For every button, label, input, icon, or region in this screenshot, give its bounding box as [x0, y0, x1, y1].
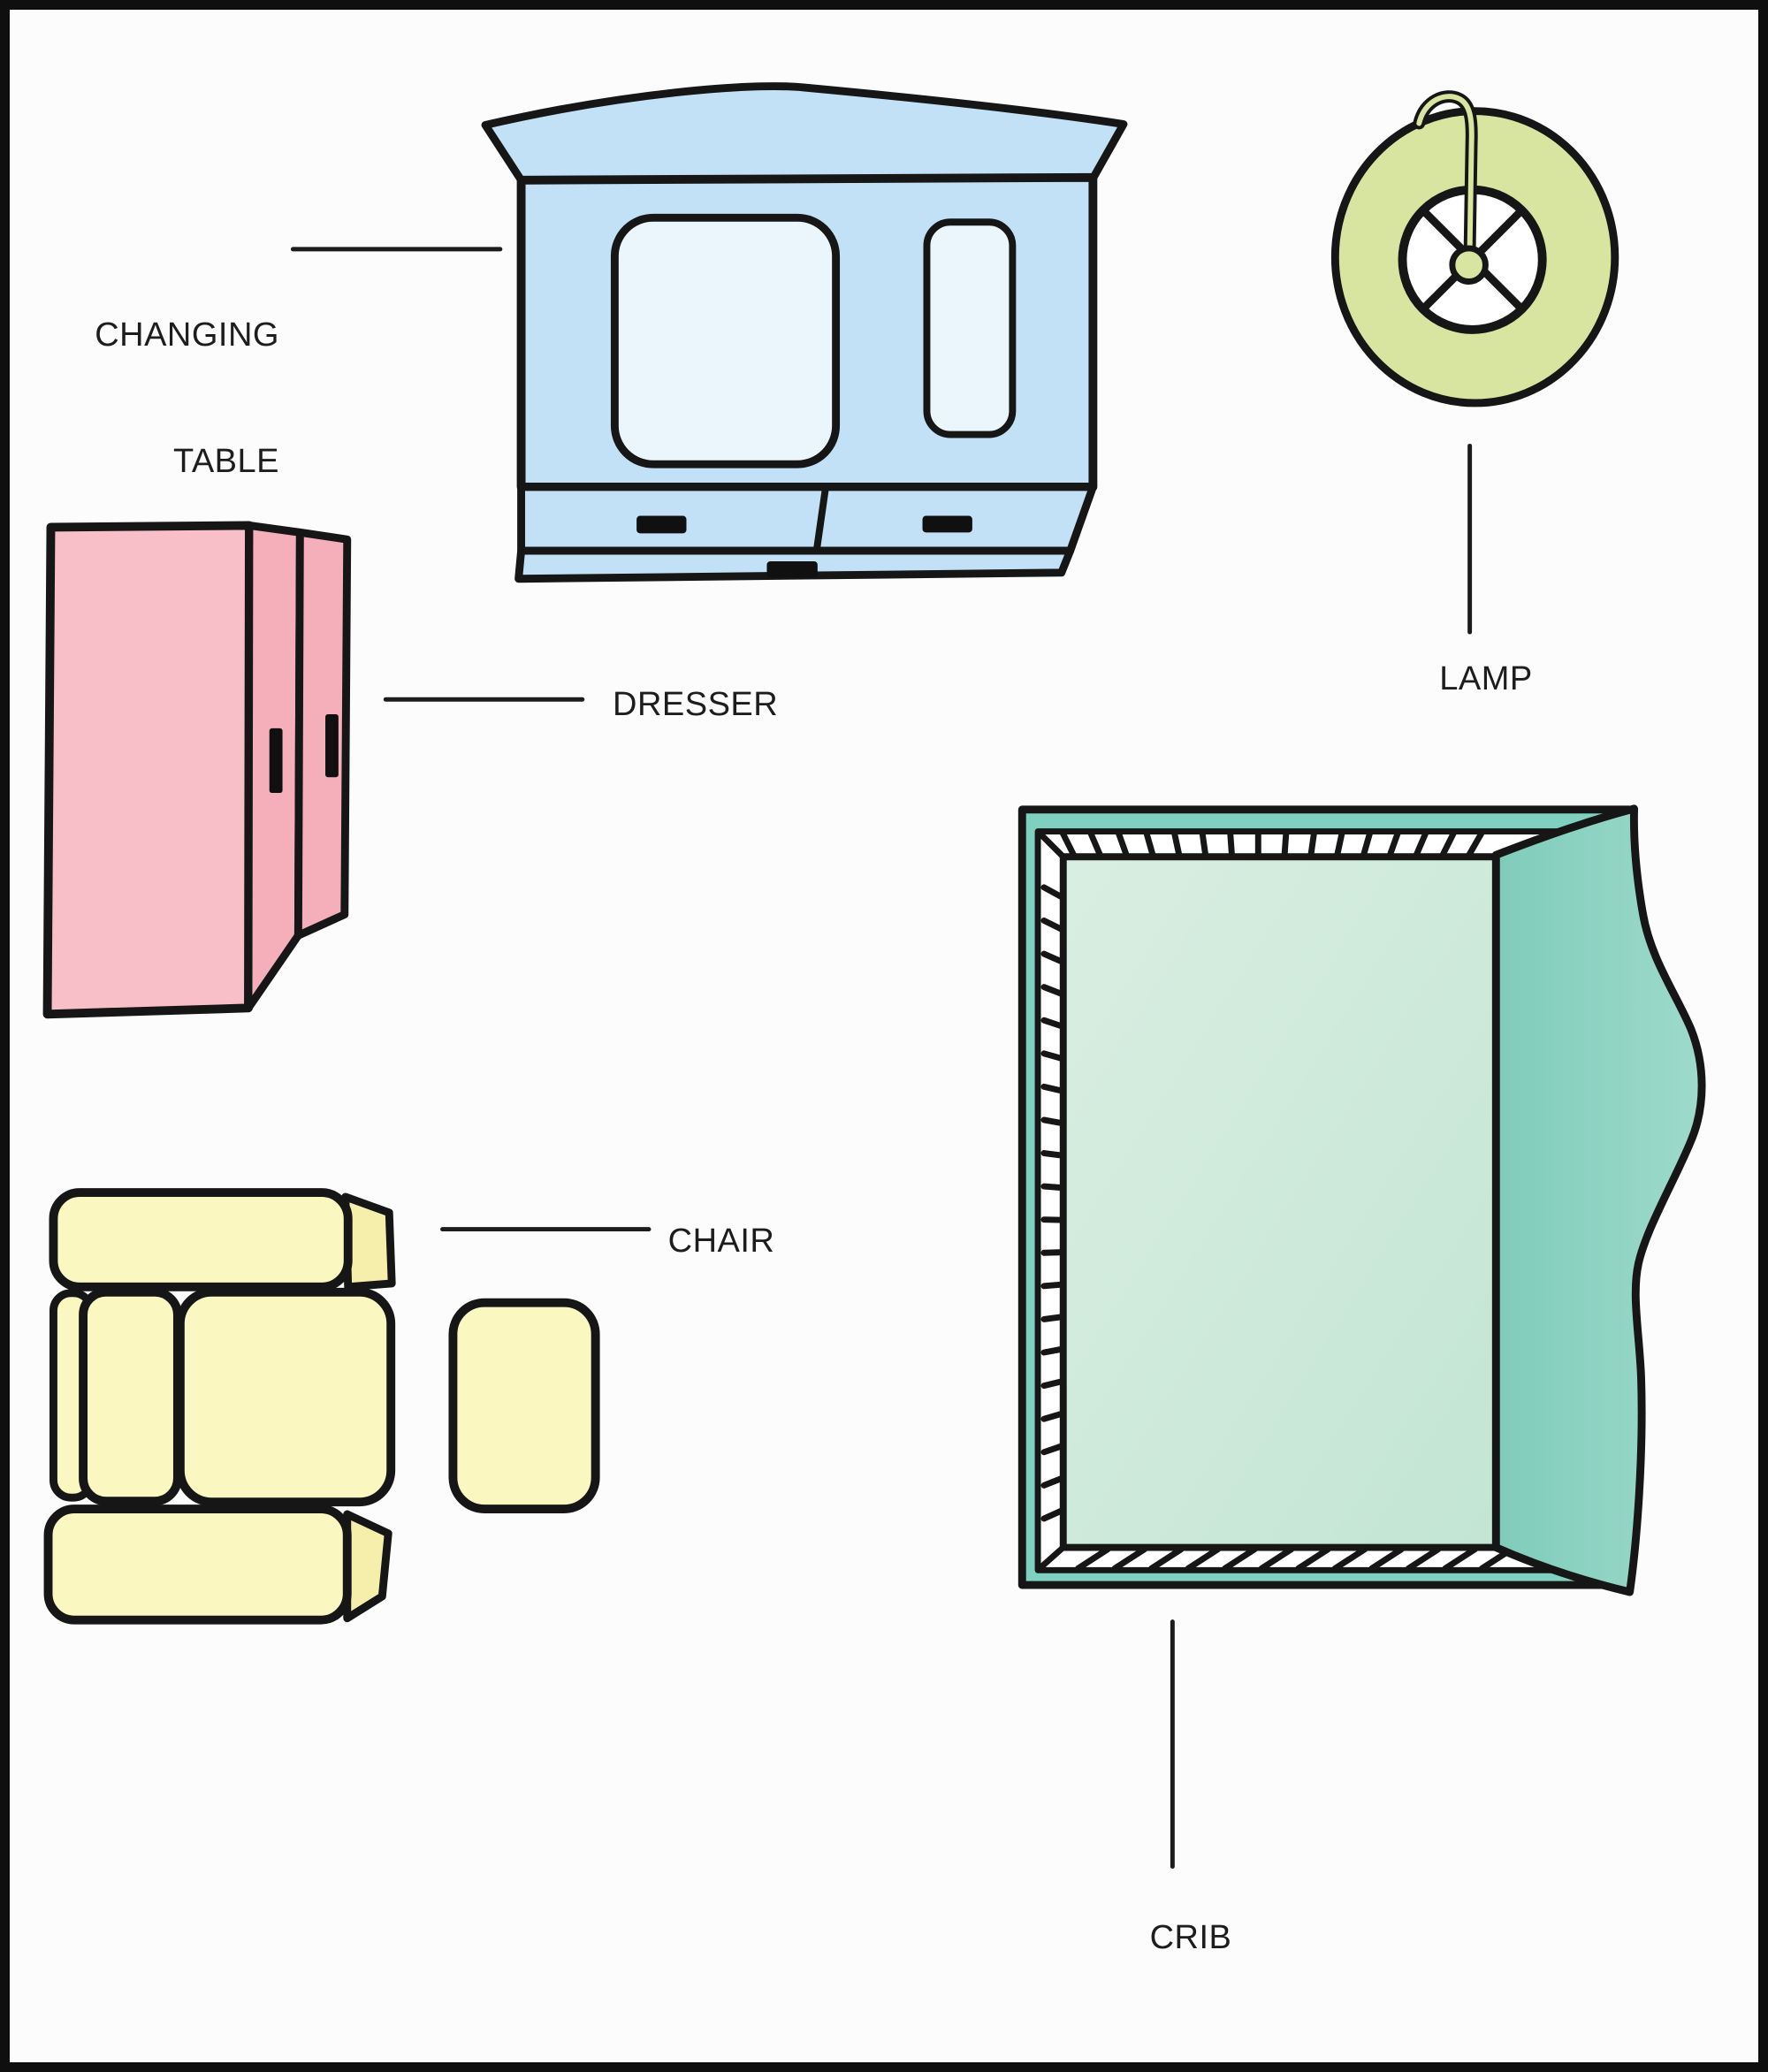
changing-table-label: CHANGING TABLE — [67, 231, 279, 567]
crib-blanket — [1491, 804, 1706, 1596]
crib-drawing — [1017, 804, 1706, 1596]
chair-armrest-bottom-side — [343, 1510, 392, 1623]
changing-table-drawer-row — [517, 483, 1097, 555]
leader-lines — [290, 247, 1473, 1870]
changing-table-crown — [481, 82, 1128, 185]
chair-label: CHAIR — [667, 1223, 775, 1260]
crib-label: CRIB — [1149, 1919, 1232, 1956]
dresser-top-face — [42, 521, 254, 1019]
diagram-canvas — [42, 82, 1706, 1870]
changing-table-drawing — [481, 82, 1128, 583]
changing-table-handle-right — [922, 515, 972, 533]
chair-armrest-bottom — [43, 1504, 352, 1625]
changing-table-panel-small — [923, 218, 1017, 438]
lamp-cord-finial — [1449, 245, 1489, 285]
changing-table-drawer-divider — [812, 484, 829, 554]
changing-table-label-line1: CHANGING — [95, 316, 279, 354]
lamp-label: LAMP — [1439, 660, 1533, 697]
crib-corner-top-left — [1036, 830, 1067, 860]
chair-backrest-inner — [79, 1287, 182, 1506]
changing-table-handle-center — [766, 560, 818, 578]
crib-corner-bottom-left — [1036, 1544, 1067, 1572]
dresser-door-right — [293, 528, 352, 940]
crib-mattress — [1059, 853, 1500, 1551]
crib-rail-slats — [1040, 829, 1515, 1572]
dresser-label: DRESSER — [613, 686, 779, 723]
chair-ottoman — [448, 1298, 600, 1513]
dresser-handle-left — [269, 727, 283, 794]
dresser-handle-right — [325, 714, 339, 778]
dresser-drawing — [42, 521, 352, 1019]
chair-armrest-top — [49, 1188, 353, 1291]
changing-table-panel-large — [610, 213, 841, 468]
lamp-drawing — [1330, 90, 1619, 408]
changing-table-handle-left — [636, 515, 687, 534]
chair-seat-cushion — [175, 1287, 396, 1507]
chair-drawing — [43, 1188, 600, 1625]
lamp-cord — [1416, 94, 1475, 252]
changing-table-label-line2: TABLE — [172, 442, 279, 480]
